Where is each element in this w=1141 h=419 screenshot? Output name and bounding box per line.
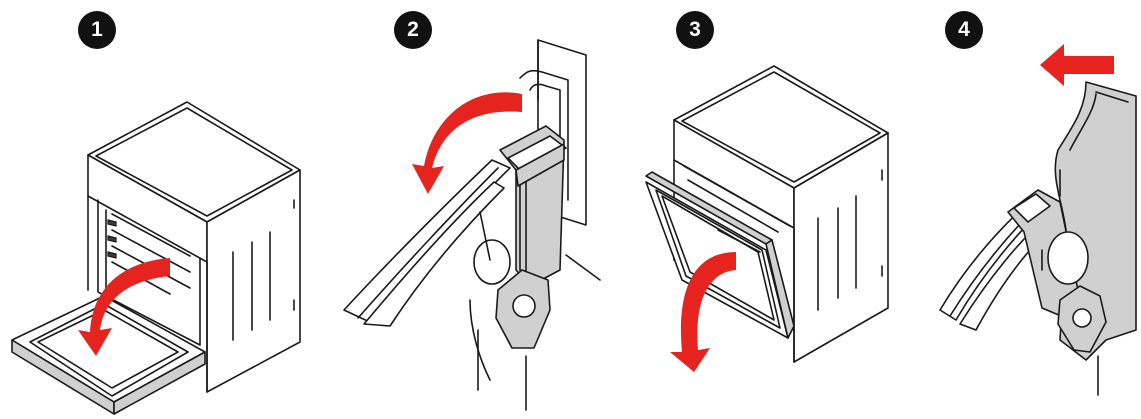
hinge-clip-icon <box>320 0 610 419</box>
step-badge-1: 1 <box>78 11 116 49</box>
step-badge-4: 4 <box>945 11 983 49</box>
oven-door-close-icon <box>610 0 910 419</box>
step-badge-3: 3 <box>676 11 714 49</box>
hinge-release-icon <box>910 0 1141 419</box>
oven-door-open-icon <box>0 0 320 419</box>
step-badge-2: 2 <box>394 11 432 49</box>
